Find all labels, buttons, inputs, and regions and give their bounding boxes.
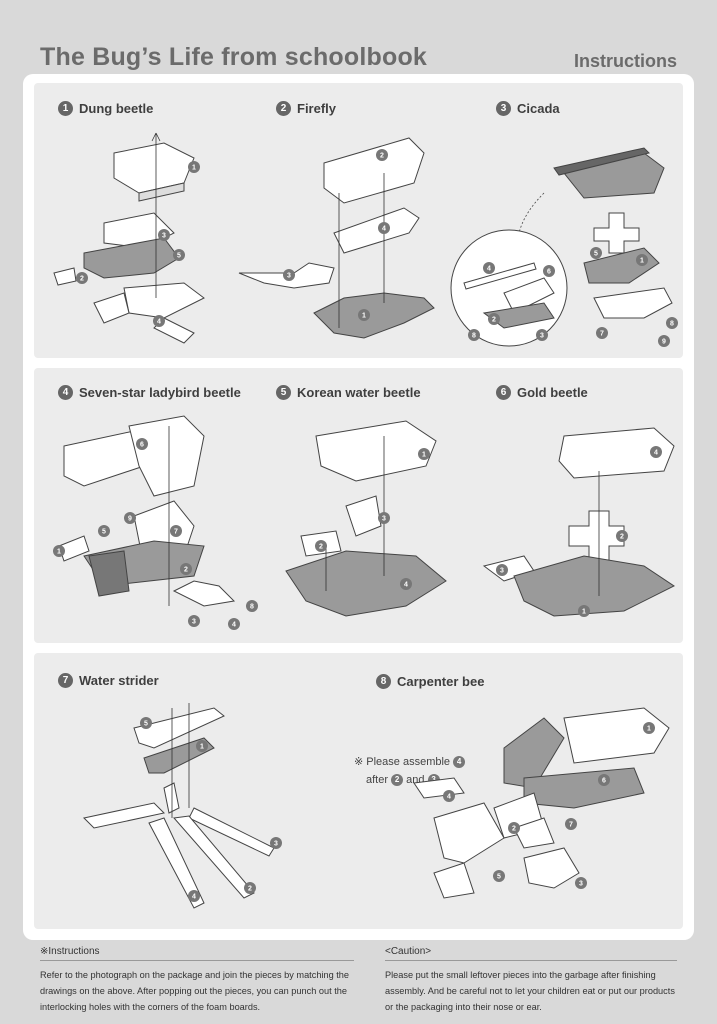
ladybird-diagram: 6 7 9 5 1 2 3 4 8 [44, 406, 264, 638]
part-label: 1 [192, 165, 196, 172]
part-label: 2 [184, 567, 188, 574]
step-badge: 4 [58, 385, 73, 400]
part-label: 2 [512, 826, 516, 833]
panel-row-1: 1 Dung beetle [34, 83, 683, 358]
part-label: 6 [140, 442, 144, 449]
caution-text: Please put the small leftover pieces int… [385, 970, 675, 1012]
bug-name: Cicada [517, 101, 560, 116]
step-badge: 2 [276, 101, 291, 116]
part-label: 2 [380, 153, 384, 160]
instructions-text: Refer to the photograph on the package a… [40, 970, 350, 1012]
part-label: 2 [492, 317, 496, 324]
part-label: 4 [447, 794, 451, 801]
part-label: 4 [157, 319, 161, 326]
part-label: 1 [57, 549, 61, 556]
page-label: Instructions [573, 51, 677, 71]
step-badge: 6 [496, 385, 511, 400]
part-label: 7 [600, 331, 604, 338]
note-step-badge: 4 [453, 756, 466, 769]
caution-heading: <Caution> [385, 946, 677, 961]
part-label: 9 [128, 516, 132, 523]
bug-name: Seven-star ladybird beetle [79, 385, 241, 400]
part-label: 1 [647, 726, 651, 733]
part-label: 8 [250, 604, 254, 611]
part-label: 7 [569, 822, 573, 829]
page-header: The Bug’s Life from schoolbook Instructi… [40, 38, 677, 72]
part-label: 3 [192, 619, 196, 626]
footer-caution: <Caution> Please put the small leftover … [385, 946, 677, 1015]
part-label: 3 [540, 333, 544, 340]
part-label: 7 [174, 529, 178, 536]
part-label: 2 [319, 544, 323, 551]
bug-title-ladybird: 4 Seven-star ladybird beetle [58, 385, 241, 400]
part-label: 2 [620, 534, 624, 541]
bug-title-cicada: 3 Cicada [496, 101, 560, 116]
part-label: 1 [582, 609, 586, 616]
part-label: 6 [602, 778, 606, 785]
part-label: 3 [579, 881, 583, 888]
note-after: after [366, 774, 389, 786]
bug-name: Carpenter bee [397, 674, 485, 689]
part-label: 4 [192, 894, 196, 901]
bug-title-carpenter-bee: 8 Carpenter bee [376, 674, 484, 689]
part-label: 9 [662, 339, 666, 346]
part-label: 3 [500, 568, 504, 575]
bug-name: Korean water beetle [297, 385, 421, 400]
bug-title-dung-beetle: 1 Dung beetle [58, 101, 153, 116]
cicada-diagram: 4 6 2 8 3 5 1 7 9 8 [444, 123, 679, 355]
bug-name: Firefly [297, 101, 337, 116]
dung-beetle-diagram: 1 3 5 2 4 [44, 123, 234, 353]
part-label: 4 [382, 226, 386, 233]
bug-name: Water strider [79, 673, 159, 688]
part-label: 3 [287, 273, 291, 280]
water-beetle-diagram: 1 3 2 4 [266, 406, 466, 638]
bug-name: Dung beetle [79, 101, 154, 116]
water-strider-diagram: 5 1 3 4 2 [54, 698, 314, 923]
part-label: 5 [102, 529, 106, 536]
panel-row-3: 7 Water strider [34, 653, 683, 929]
bug-title-water-beetle: 5 Korean water beetle [276, 385, 421, 400]
step-badge: 1 [58, 101, 73, 116]
footer-instructions: ※Instructions Refer to the photograph on… [40, 946, 354, 1015]
part-label: 2 [248, 886, 252, 893]
bug-title-gold-beetle: 6 Gold beetle [496, 385, 588, 400]
part-label: 8 [670, 321, 674, 328]
part-label: 5 [497, 874, 501, 881]
note-prefix: ※ Please assemble [354, 756, 451, 768]
firefly-diagram: 2 4 3 1 [234, 123, 444, 353]
part-label: 4 [232, 622, 236, 629]
instruction-sheet: 1 Dung beetle [23, 74, 694, 940]
part-label: 2 [80, 276, 84, 283]
step-badge: 7 [58, 673, 73, 688]
part-label: 1 [640, 258, 644, 265]
part-label: 5 [144, 721, 148, 728]
page-title: The Bug’s Life from schoolbook [40, 43, 428, 71]
part-label: 4 [487, 266, 491, 273]
instructions-heading: ※Instructions [40, 946, 354, 961]
bug-title-water-strider: 7 Water strider [58, 673, 159, 688]
part-label: 3 [162, 233, 166, 240]
part-label: 3 [274, 841, 278, 848]
part-label: 4 [404, 582, 408, 589]
part-label: 1 [200, 744, 204, 751]
part-label: 5 [594, 251, 598, 258]
step-badge: 8 [376, 674, 391, 689]
step-badge: 3 [496, 101, 511, 116]
note-first-badge: 2 [391, 774, 404, 787]
part-label: 3 [382, 516, 386, 523]
bug-name: Gold beetle [517, 385, 588, 400]
assembly-note: ※ Please assemble 4 after 2 and 3 [354, 753, 474, 789]
part-label: 1 [422, 452, 426, 459]
part-label: 8 [472, 333, 476, 340]
carpenter-bee-diagram: 1 6 4 2 7 5 3 [374, 698, 679, 923]
step-badge: 5 [276, 385, 291, 400]
gold-beetle-diagram: 4 2 3 1 [474, 406, 679, 638]
part-label: 6 [547, 269, 551, 276]
part-label: 5 [177, 253, 181, 260]
part-label: 1 [362, 313, 366, 320]
part-label: 4 [654, 450, 658, 457]
panel-row-2: 4 Seven-star ladybird beetle [34, 368, 683, 643]
bug-title-firefly: 2 Firefly [276, 101, 336, 116]
